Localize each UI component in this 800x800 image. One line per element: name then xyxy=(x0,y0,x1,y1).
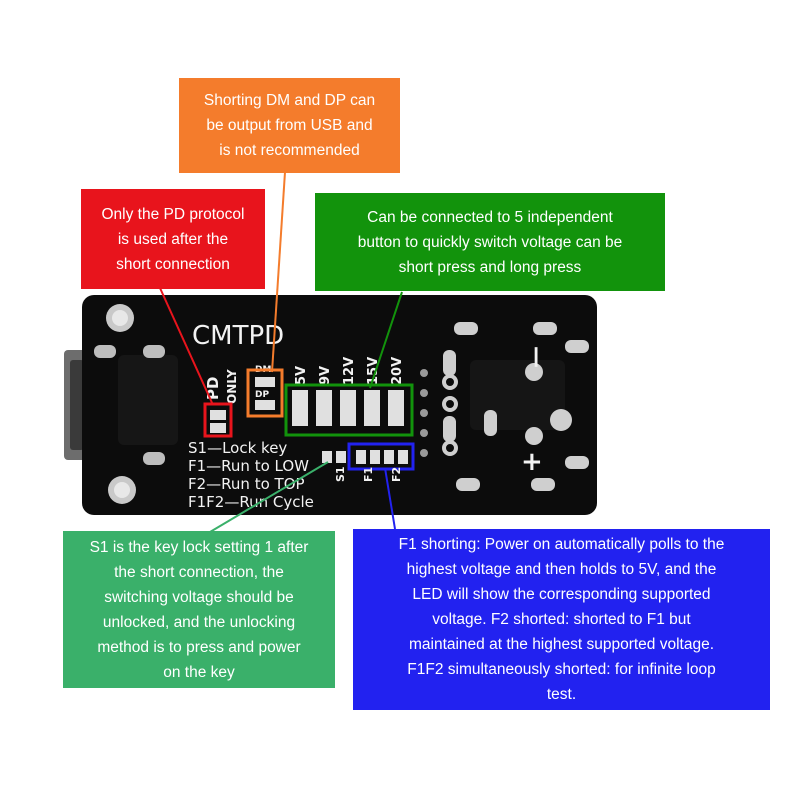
callout-orange-text: Shorting DM and DP can be output from US… xyxy=(203,92,376,159)
only-label: ONLY xyxy=(225,369,239,404)
legend-line-3: F2—Run to TOP xyxy=(188,475,305,493)
pcb-board xyxy=(82,295,597,515)
legend-line-1: S1—Lock key xyxy=(188,439,287,457)
usb-c-connector-shadow xyxy=(70,360,84,450)
mounting-hole xyxy=(112,310,128,326)
callout-blue: F1 shorting: Power on automatically poll… xyxy=(353,529,770,710)
callout-orange: Shorting DM and DP can be output from US… xyxy=(179,78,400,173)
callout-red-text: Only the PD protocol is used after the s… xyxy=(101,205,245,273)
leader-red xyxy=(159,287,214,406)
callout-green-dark: Can be connected to 5 independent button… xyxy=(315,193,665,291)
voltage-label-20v: 20V xyxy=(390,357,405,385)
f1-pad xyxy=(370,450,380,464)
callout-green-light-text: S1 is the key lock setting 1 after the s… xyxy=(89,538,309,681)
minus-label: — xyxy=(523,346,548,368)
f1-f2-box xyxy=(347,442,415,471)
output-pads xyxy=(443,322,589,491)
pd-jumper-box xyxy=(203,402,233,438)
large-pad xyxy=(550,409,572,431)
pd-jumper-pad xyxy=(210,423,226,433)
s1-pad xyxy=(322,451,332,463)
pcb-trace-area xyxy=(118,355,178,445)
callout-green-light: S1 is the key lock setting 1 after the s… xyxy=(63,531,335,688)
s1-pad xyxy=(336,451,346,463)
voltage-pads xyxy=(292,390,404,426)
dp-label: DP xyxy=(255,390,269,400)
f1-label: F1 xyxy=(362,467,375,482)
output-terminal-minus xyxy=(525,363,543,381)
dp-pad xyxy=(255,400,275,410)
pd-label: PD xyxy=(204,377,222,400)
dm-dp-box xyxy=(246,368,284,418)
board-brand: CMTPD xyxy=(192,321,284,351)
f1-pad xyxy=(356,450,366,464)
s1-label: S1 xyxy=(334,466,347,482)
f2-pad xyxy=(398,450,408,464)
leader-green-dark xyxy=(369,291,403,389)
leader-blue xyxy=(384,467,396,530)
callout-blue-text: F1 shorting: Power on automatically poll… xyxy=(398,536,725,703)
leader-orange xyxy=(271,171,286,373)
leader-green-light xyxy=(209,461,329,533)
callout-red: Only the PD protocol is used after the s… xyxy=(81,189,265,289)
pad xyxy=(143,452,165,465)
f2-pad xyxy=(384,450,394,464)
legend-line-4: F1F2—Run Cycle xyxy=(188,493,314,511)
mounting-hole xyxy=(114,482,130,498)
pad xyxy=(143,345,165,358)
led-column xyxy=(420,369,428,457)
output-holes xyxy=(442,374,458,456)
pad xyxy=(94,345,116,358)
voltage-label-5v: 5V xyxy=(294,366,309,385)
callout-green-dark-text: Can be connected to 5 independent button… xyxy=(357,208,623,276)
voltage-label-9v: 9V xyxy=(318,366,333,385)
f2-label: F2 xyxy=(390,467,403,482)
output-terminal-plus xyxy=(525,427,543,445)
dm-pad xyxy=(255,377,275,387)
voltage-pads-box xyxy=(284,383,414,437)
plus-label: + xyxy=(521,447,543,477)
legend-line-2: F1—Run to LOW xyxy=(188,457,309,475)
pd-jumper-pad xyxy=(210,410,226,420)
voltage-label-12v: 12V xyxy=(342,357,357,385)
